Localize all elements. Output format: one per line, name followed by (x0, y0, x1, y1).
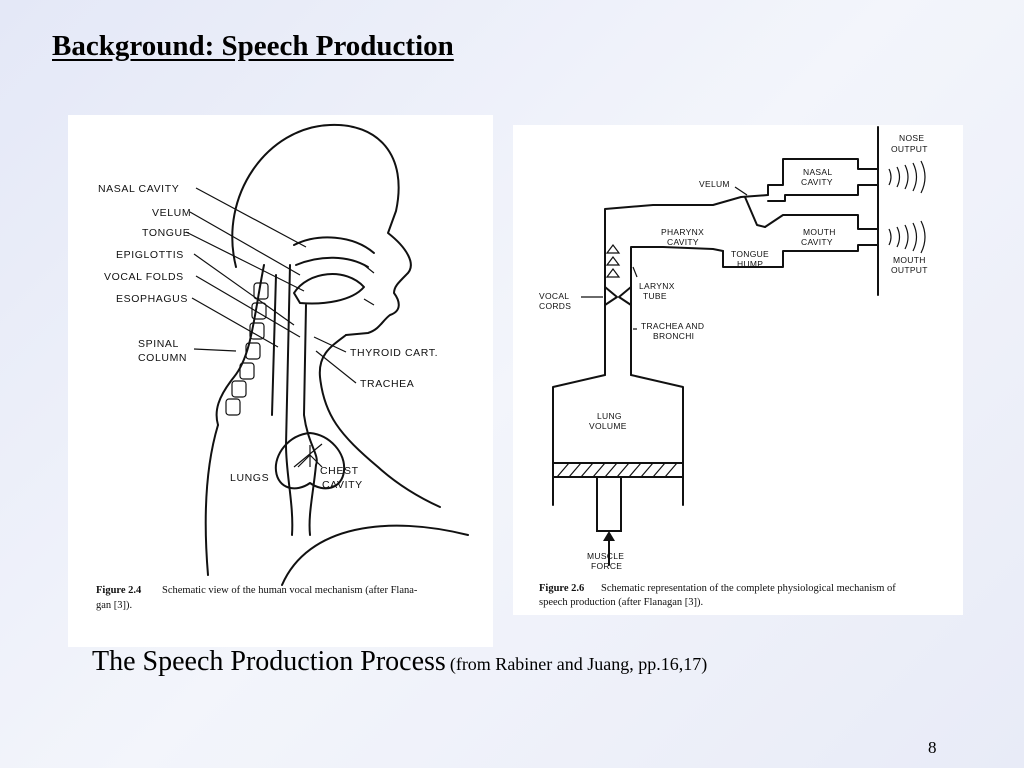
label-mouth-out: MOUTH (893, 255, 926, 265)
label-esophagus: ESOPHAGUS (116, 293, 188, 305)
label-cords: CORDS (539, 301, 571, 311)
mouth-cavity-box (722, 214, 879, 268)
label-velum: VELUM (699, 179, 730, 189)
caption-line-2: speech production (after Flanagan [3]). (539, 597, 703, 608)
label-nasal-cavity: CAVITY (801, 177, 833, 187)
velum-flap (744, 196, 766, 228)
back-outline (204, 424, 219, 576)
label-leaders (185, 187, 357, 468)
piston-rod (596, 476, 622, 532)
vocal-cords (604, 286, 632, 306)
mechanism-schematic: NOSE OUTPUT VELUM NASAL CAVITY PHARYNX C… (539, 126, 928, 608)
label-mouth-output: OUTPUT (891, 265, 928, 275)
bronchi (297, 445, 323, 468)
neck-front (318, 334, 441, 508)
mouth-sound-waves (888, 220, 926, 254)
label-tongue: TONGUE (731, 249, 769, 259)
pharynx-wall (285, 264, 294, 536)
label-muscle: MUSCLE (587, 551, 624, 561)
label-nose-output: OUTPUT (891, 144, 928, 154)
label-chest: CHEST (320, 465, 359, 477)
slide-title: Background: Speech Production (52, 30, 454, 62)
label-spinal: SPINAL (138, 338, 179, 350)
label-lungs: LUNGS (230, 472, 269, 484)
label-larynx: LARYNX (639, 281, 675, 291)
label-trachea: TRACHEA (360, 378, 414, 390)
label-epiglottis: EPIGLOTTIS (116, 249, 184, 261)
label-vocal-folds: VOCAL FOLDS (104, 271, 184, 283)
label-mouth-cavity: CAVITY (801, 237, 833, 247)
label-nasal-cavity: NASAL CAVITY (98, 183, 179, 195)
label-thyroid: THYROID CART. (350, 347, 438, 359)
label-lung: LUNG (597, 411, 622, 421)
label-leaders (581, 186, 748, 330)
nasal-cavity-box (767, 158, 879, 202)
label-velum: VELUM (152, 207, 191, 219)
lungs-shape (274, 432, 346, 490)
head-outline (231, 123, 412, 336)
label-nasal: NASAL (803, 167, 832, 177)
label-cavity: CAVITY (322, 479, 363, 491)
teeth (363, 264, 375, 306)
label-vocal: VOCAL (539, 291, 569, 301)
trachea-tube (303, 304, 318, 536)
label-lung-volume: VOLUME (589, 421, 627, 431)
label-bronchi: BRONCHI (653, 331, 694, 341)
label-pharynx-cavity: CAVITY (667, 237, 699, 247)
caption-figure-number: Figure 2.6 (539, 583, 584, 594)
spinal-column (215, 264, 269, 426)
caption-line-2: gan [3]). (96, 600, 132, 611)
label-mouth: MOUTH (803, 227, 836, 237)
label-column: COLUMN (138, 352, 187, 364)
vocal-mechanism-drawing: NASAL CAVITY VELUM TONGUE EPIGLOTTIS VOC… (96, 123, 469, 611)
label-force: FORCE (591, 561, 622, 571)
label-hump: HUMP (737, 259, 763, 269)
lung-volume-box (552, 374, 684, 506)
label-trachea: TRACHEA AND (641, 321, 704, 331)
label-nose: NOSE (899, 133, 924, 143)
caption-figure-number: Figure 2.4 (96, 585, 142, 596)
caption-line-1: Schematic view of the human vocal mechan… (162, 585, 418, 596)
nasal-cavity-shape (293, 236, 375, 254)
label-tongue: TONGUE (142, 227, 190, 239)
caption-source: (from Rabiner and Juang, pp.16,17) (449, 654, 708, 674)
palate (295, 256, 369, 268)
piston-hatch (556, 462, 678, 478)
caption-main: The Speech Production Process (92, 646, 446, 677)
page-number: 8 (928, 738, 937, 757)
slide-caption: The Speech Production Process (from Rabi… (92, 646, 707, 678)
pressure-blobs (605, 244, 621, 278)
nose-sound-waves (888, 160, 926, 194)
label-tube: TUBE (643, 291, 667, 301)
tongue-shape (293, 273, 365, 305)
larynx-tube (604, 224, 632, 376)
chest-cavity-arc (281, 524, 469, 586)
caption-line-1: Schematic representation of the complete… (601, 583, 896, 594)
label-pharynx: PHARYNX (661, 227, 704, 237)
physiological-mechanism-figure: NOSE OUTPUT VELUM NASAL CAVITY PHARYNX C… (513, 125, 963, 615)
vocal-mechanism-figure: NASAL CAVITY VELUM TONGUE EPIGLOTTIS VOC… (68, 115, 493, 647)
arrow-head (603, 531, 615, 541)
